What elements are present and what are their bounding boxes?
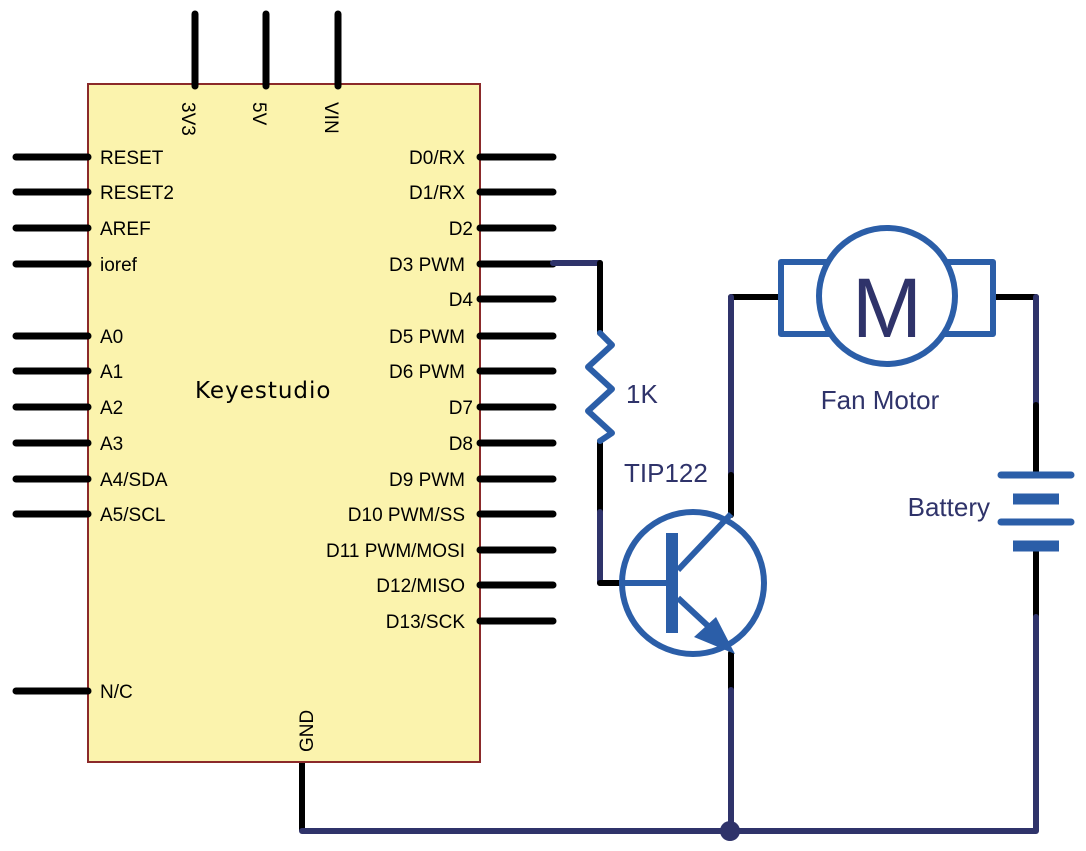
pin-label-d10-pwm-ss: D10 PWM/SS: [348, 505, 465, 526]
transistor-symbol: [619, 509, 767, 657]
battery-label: Battery: [908, 492, 990, 522]
pin-label-d0-rx: D0/RX: [409, 148, 465, 169]
battery-symbol: [997, 471, 1075, 552]
emitter-arrow-icon: [694, 617, 735, 654]
motor-symbol-letter: M: [852, 261, 922, 355]
junction-dot: [720, 821, 740, 841]
resistor-label: 1K: [626, 379, 658, 409]
pin-label-d11-pwm-mosi: D11 PWM/MOSI: [326, 541, 465, 562]
motor-body: [816, 225, 958, 367]
pin-label-d8: D8: [449, 434, 473, 455]
pin-label-a0: A0: [100, 327, 123, 348]
transistor-collector: [675, 511, 734, 573]
pin-label-a1: A1: [100, 362, 123, 383]
arduino-board: Keyestudio: [87, 83, 481, 763]
pin-label-d5-pwm: D5 PWM: [389, 327, 465, 348]
pin-label-3v3: 3V3: [177, 102, 198, 136]
board-title: Keyestudio: [195, 378, 332, 404]
pin-label-d2: D2: [449, 219, 473, 240]
top-pins: [191, 10, 342, 90]
wires: [299, 260, 1039, 834]
motor-label: Fan Motor: [821, 385, 940, 415]
pin-label-d1-rx: D1/RX: [409, 183, 465, 204]
pin-label-5v: 5V: [248, 102, 269, 126]
pin-label-d3-pwm: D3 PWM: [389, 255, 465, 276]
pin-label-vin: VIN: [320, 102, 341, 134]
resistor-symbol: [585, 330, 615, 444]
pin-label-d9-pwm: D9 PWM: [389, 470, 465, 491]
pin-label-a3: A3: [100, 434, 123, 455]
motor-symbol: M: [778, 225, 996, 367]
board-body: [87, 83, 481, 763]
pin-label-d7: D7: [449, 398, 473, 419]
transistor-label: TIP122: [624, 458, 708, 488]
pin-label-reset: RESET: [100, 148, 164, 169]
transistor-base-bar: [666, 533, 678, 633]
wire-battery-return: [299, 614, 1039, 834]
pin-label-a2: A2: [100, 398, 123, 419]
pin-label-a4-sda: A4/SDA: [100, 470, 168, 491]
pin-label-ioref: ioref: [100, 255, 138, 276]
pin-label-d4: D4: [449, 290, 474, 311]
pin-label-reset2: RESET2: [100, 183, 174, 204]
pin-label-n-c: N/C: [100, 682, 133, 703]
pin-label-aref: AREF: [100, 219, 151, 240]
pin-label-d13-sck: D13/SCK: [386, 612, 466, 633]
pin-label-gnd: GND: [297, 710, 318, 752]
pin-label-d12-miso: D12/MISO: [376, 576, 465, 597]
pin-label-d6-pwm: D6 PWM: [389, 362, 465, 383]
pin-label-a5-scl: A5/SCL: [100, 505, 165, 526]
